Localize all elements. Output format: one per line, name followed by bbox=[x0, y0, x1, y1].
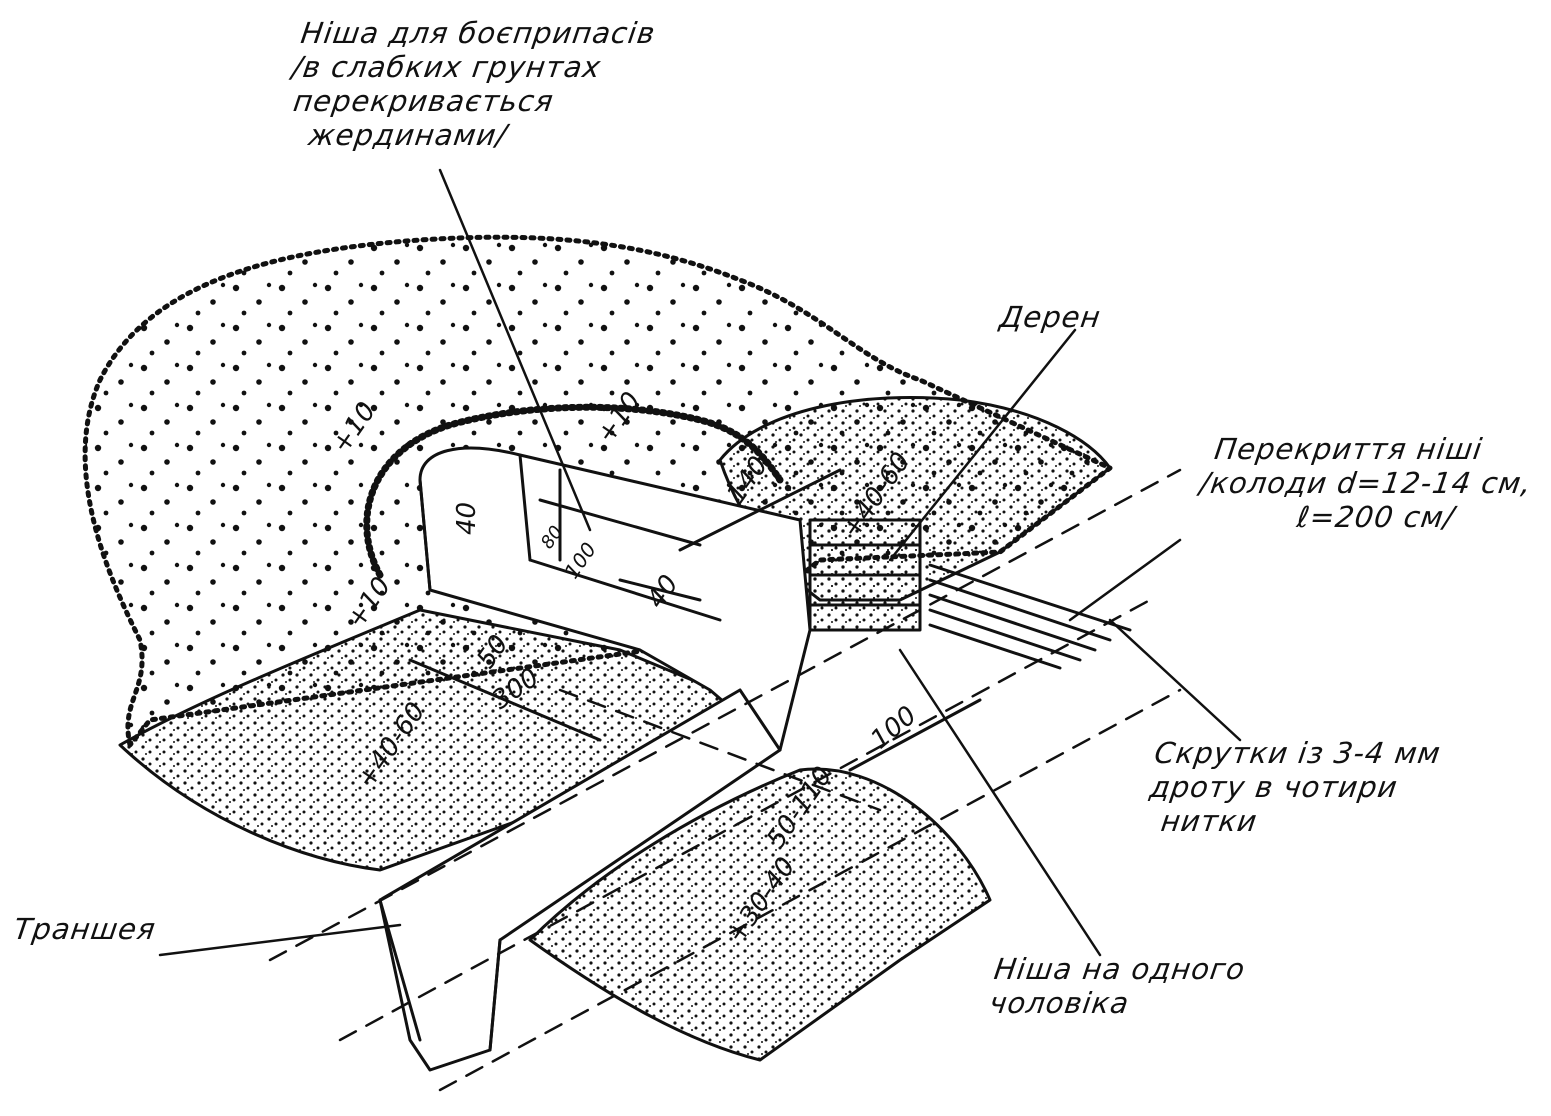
label-line: перекривається bbox=[291, 84, 556, 118]
label-line: Ніша для боєприпасів bbox=[298, 16, 658, 50]
label-ammo-niche: Ніша для боєприпасів /в слабких грунтах … bbox=[284, 16, 658, 152]
label-turf: Дерен bbox=[998, 300, 1103, 334]
label-trench: Траншея bbox=[12, 912, 158, 946]
label-line: Скрутки із 3-4 мм bbox=[1152, 736, 1444, 770]
dim-40-height: 40 bbox=[452, 502, 482, 535]
label-niche-cover: Перекриття ніші /колоди d=12-14 см, ℓ=20… bbox=[1198, 432, 1539, 534]
leader-lines bbox=[158, 168, 1242, 957]
cover-logs bbox=[928, 563, 1132, 670]
label-line: /колоди d=12-14 см, bbox=[1197, 466, 1535, 500]
label-line: Перекриття ніші bbox=[1212, 432, 1485, 466]
label-person-niche: Ніша на одного чоловіка bbox=[987, 952, 1247, 1020]
mound-front bbox=[528, 767, 992, 1062]
label-line: чоловіка bbox=[987, 986, 1132, 1020]
label-line: дроту в чотири bbox=[1147, 770, 1401, 804]
dim-100-right: 100 bbox=[865, 700, 922, 755]
label-wire-bundles: Скрутки із 3-4 мм дроту в чотири нитки bbox=[1143, 736, 1443, 838]
label-line: Траншея bbox=[11, 912, 159, 946]
label-line: жердинами/ bbox=[306, 118, 510, 152]
label-line: ℓ=200 см/ bbox=[1294, 500, 1458, 534]
label-line: Дерен bbox=[997, 300, 1104, 334]
label-line: /в слабких грунтах bbox=[290, 50, 604, 84]
label-line: Ніша на одного bbox=[992, 952, 1248, 986]
label-line: нитки bbox=[1158, 804, 1260, 838]
